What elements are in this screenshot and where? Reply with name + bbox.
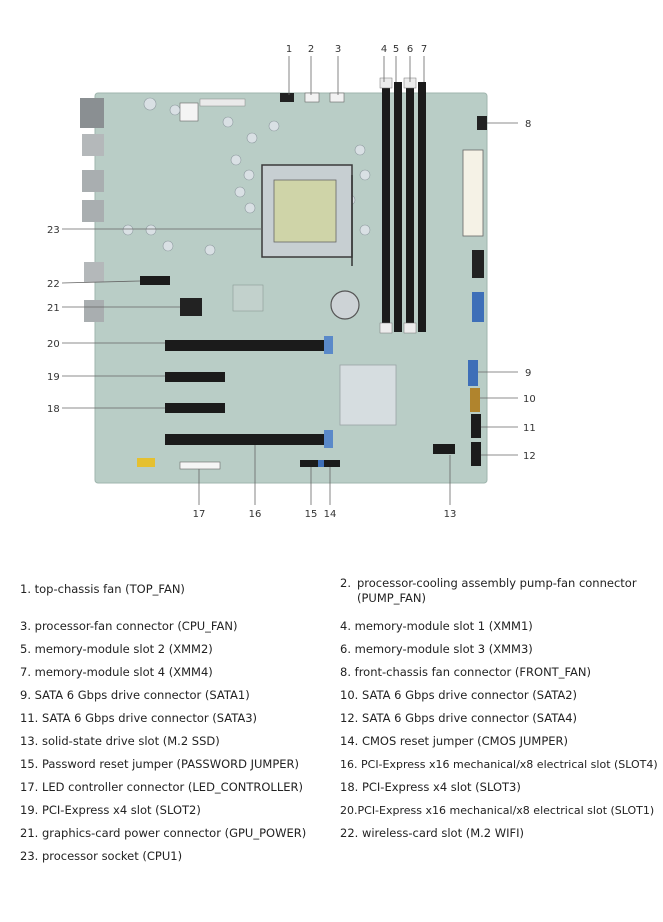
usb3-header: [472, 292, 484, 322]
motherboard-pcb: [94, 92, 488, 484]
usb-header: [472, 250, 484, 278]
rear-io-cluster: [80, 98, 104, 322]
callout-6: 6: [407, 44, 413, 55]
legend-item-2: 2.processor-cooling assembly pump-fan co…: [340, 576, 637, 605]
m2-wifi-slot: [140, 276, 170, 285]
legend-item-13: 13. solid-state drive slot (M.2 SSD): [20, 734, 220, 748]
callout-10: 10: [523, 394, 536, 405]
legend-item-23: 23. processor socket (CPU1): [20, 849, 183, 863]
callout-12: 12: [523, 451, 536, 462]
legend-item-19: 19. PCI-Express x4 slot (SLOT2): [20, 803, 201, 817]
callout-3: 3: [335, 44, 341, 55]
legend-item-14: 14. CMOS reset jumper (CMOS JUMPER): [340, 734, 568, 748]
sata3-connector: [471, 414, 481, 438]
leader-22: [61, 280, 141, 284]
callout-8: 8: [525, 119, 531, 130]
callout-21: 21: [47, 303, 60, 314]
callout-23: 23: [47, 225, 60, 236]
callout-15: 15: [305, 509, 318, 520]
legend-item-16: 16. PCI-Express x16 mechanical/x8 electr…: [340, 758, 658, 771]
legend-item-8: 8. front-chassis fan connector (FRONT_FA…: [340, 665, 591, 679]
m2-area: [232, 284, 264, 312]
yellow-header: [137, 458, 155, 467]
callout-1: 1: [286, 44, 292, 55]
legend-item-20: 20.PCI-Express x16 mechanical/x8 electri…: [340, 804, 655, 817]
legend-item-4: 4. memory-module slot 1 (XMM1): [340, 619, 533, 633]
cpu-socket: [261, 164, 353, 266]
led-controller-connector: [179, 461, 221, 470]
aux-power-connector: [179, 102, 199, 122]
sata2-connector: [470, 388, 480, 412]
callout-22: 22: [47, 279, 60, 290]
leader-lines: [61, 56, 518, 505]
callout-18: 18: [47, 404, 60, 415]
top-chassis-fan-connector: [280, 93, 294, 102]
motherboard-diagram: 1 2 3 4 5 6 7 8 9 10 11 12 13 14 15 16 1…: [47, 44, 536, 520]
m2-ssd-slot: [433, 444, 455, 454]
cpu-fan-connector: [329, 92, 345, 103]
callout-16: 16: [249, 509, 262, 520]
legend-item-5: 5. memory-module slot 2 (XMM2): [20, 642, 213, 656]
callout-4: 4: [381, 44, 387, 55]
pcie-slots: [165, 336, 333, 448]
sata1-connector: [468, 360, 478, 386]
cmos-battery: [330, 290, 360, 320]
bios-label: [199, 98, 246, 107]
callout-19: 19: [47, 372, 60, 383]
chipset-heatsink: [339, 364, 397, 426]
callout-11: 11: [523, 423, 536, 434]
legend-item-11: 11. SATA 6 Gbps drive connector (SATA3): [20, 711, 258, 725]
legend-item-21: 21. graphics-card power connector (GPU_P…: [20, 826, 307, 840]
callout-numbers: 1 2 3 4 5 6 7 8 9 10 11 12 13 14 15 16 1…: [47, 44, 536, 520]
memory-slots: [379, 77, 426, 334]
sata4-connector: [471, 442, 481, 466]
legend-item-1: 1. top-chassis fan (TOP_FAN): [20, 582, 185, 596]
legend-item-3: 3. processor-fan connector (CPU_FAN): [20, 619, 238, 633]
callout-9: 9: [525, 368, 531, 379]
callout-13: 13: [444, 509, 457, 520]
callout-20: 20: [47, 339, 60, 350]
callout-14: 14: [324, 509, 337, 520]
legend-item-7: 7. memory-module slot 4 (XMM4): [20, 665, 213, 679]
callout-17: 17: [193, 509, 206, 520]
callout-7: 7: [421, 44, 427, 55]
legend-item-9: 9. SATA 6 Gbps drive connector (SATA1): [20, 688, 250, 702]
legend-item-10: 10. SATA 6 Gbps drive connector (SATA2): [340, 688, 578, 702]
callout-2: 2: [308, 44, 314, 55]
callout-5: 5: [393, 44, 399, 55]
legend-item-15: 15. Password reset jumper (PASSWORD JUMP…: [20, 757, 300, 771]
front-fan-connector: [477, 116, 487, 130]
component-legend: 1. top-chassis fan (TOP_FAN) 3. processo…: [0, 570, 663, 900]
atx-power-connector: [462, 149, 484, 237]
jumper-cap: [318, 460, 324, 467]
legend-item-22: 22. wireless-card slot (M.2 WIFI): [340, 826, 525, 840]
legend-item-18: 18. PCI-Express x4 slot (SLOT3): [340, 780, 521, 794]
pump-fan-connector: [304, 92, 320, 103]
legend-item-17: 17. LED controller connector (LED_CONTRO…: [20, 780, 303, 794]
legend-item-6: 6. memory-module slot 3 (XMM3): [340, 642, 533, 656]
gpu-power-connector: [180, 298, 202, 316]
legend-item-12: 12. SATA 6 Gbps drive connector (SATA4): [340, 711, 578, 725]
